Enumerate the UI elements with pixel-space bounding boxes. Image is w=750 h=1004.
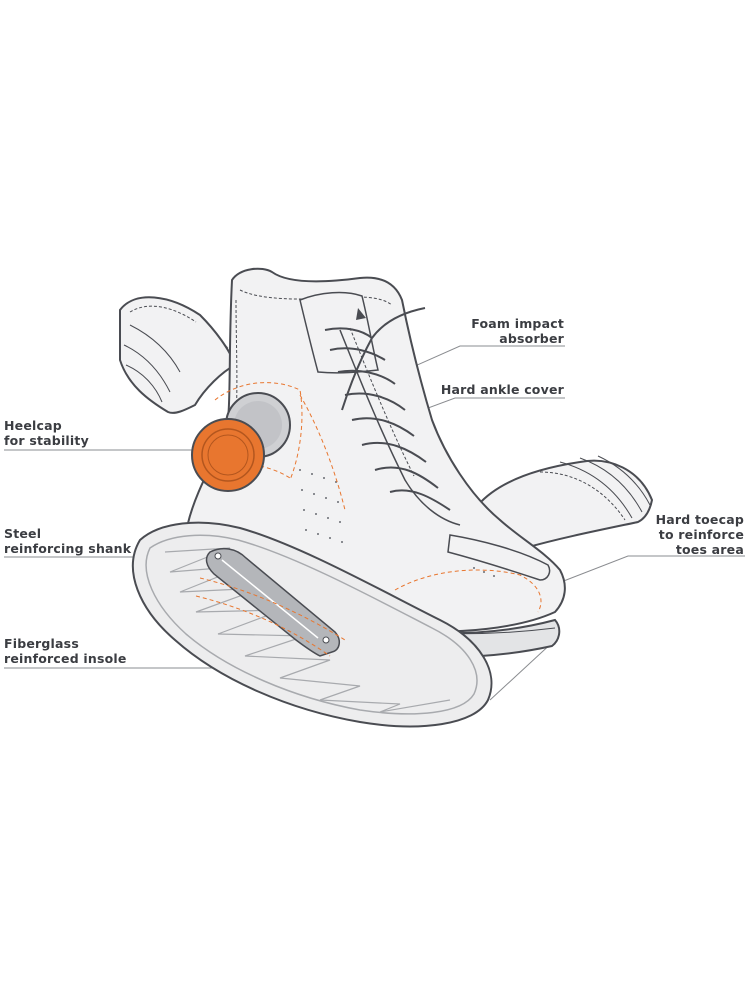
label-toecap-line2: to reinforce [658, 527, 744, 542]
steel-shank [195, 547, 346, 657]
label-toecap-line3: toes area [675, 542, 744, 557]
toecap-panel [477, 455, 654, 550]
label-toecap-line1: Hard toecap [655, 512, 744, 527]
label-foam-impact-absorber: Foam impact absorber [440, 316, 564, 346]
label-insole-line1: Fiberglass [4, 636, 79, 651]
label-insole-line2: reinforced insole [4, 651, 127, 666]
label-fiberglass-insole: Fiberglass reinforced insole [4, 636, 174, 666]
label-shank-line2: reinforcing shank [4, 541, 132, 556]
ankle-cover [191, 418, 265, 492]
label-hard-ankle-cover: Hard ankle cover [420, 382, 564, 397]
label-heelcap: Heelcap for stability [4, 418, 144, 448]
label-foam-line2: absorber [499, 331, 564, 346]
label-steel-shank: Steel reinforcing shank [4, 526, 174, 556]
label-shank-line1: Steel [4, 526, 42, 541]
perforations [299, 469, 501, 577]
label-heelcap-line1: Heelcap [4, 418, 62, 433]
label-foam-line1: Foam impact [471, 316, 564, 331]
label-heelcap-line2: for stability [4, 433, 89, 448]
guide-toe-bottom [489, 639, 556, 701]
label-ankle-line1: Hard ankle cover [440, 382, 564, 397]
heel-panel [119, 296, 237, 414]
label-hard-toecap: Hard toecap to reinforce toes area [626, 512, 744, 557]
